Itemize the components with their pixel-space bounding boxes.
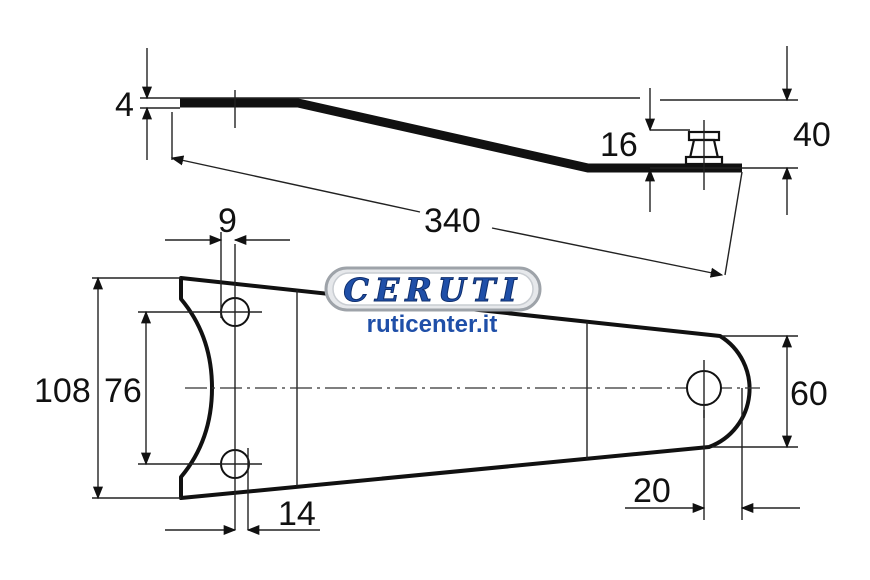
dim-height: 40 — [793, 116, 831, 154]
hole-end — [686, 360, 722, 418]
dim-offset: 16 — [600, 126, 638, 164]
dim-thickness: 4 — [115, 86, 134, 124]
website-text: ruticenter.it — [367, 311, 498, 338]
dim-hole-spacing: 76 — [104, 372, 142, 410]
dim-end-width: 60 — [790, 375, 828, 413]
plate-profile — [180, 98, 742, 173]
top-view: 9 108 76 60 14 20 — [34, 202, 828, 536]
dim-end-radius: 20 — [633, 472, 671, 510]
dim-hole-offset: 9 — [218, 202, 237, 240]
dim-overall-width: 108 — [34, 372, 91, 410]
dim-length: 340 — [424, 202, 481, 240]
ceruti-logo: CERUTI — [324, 266, 542, 312]
logo-text: CERUTI — [343, 271, 522, 309]
dim-slot: 14 — [278, 495, 316, 533]
side-view: 4 340 16 40 — [115, 46, 831, 278]
